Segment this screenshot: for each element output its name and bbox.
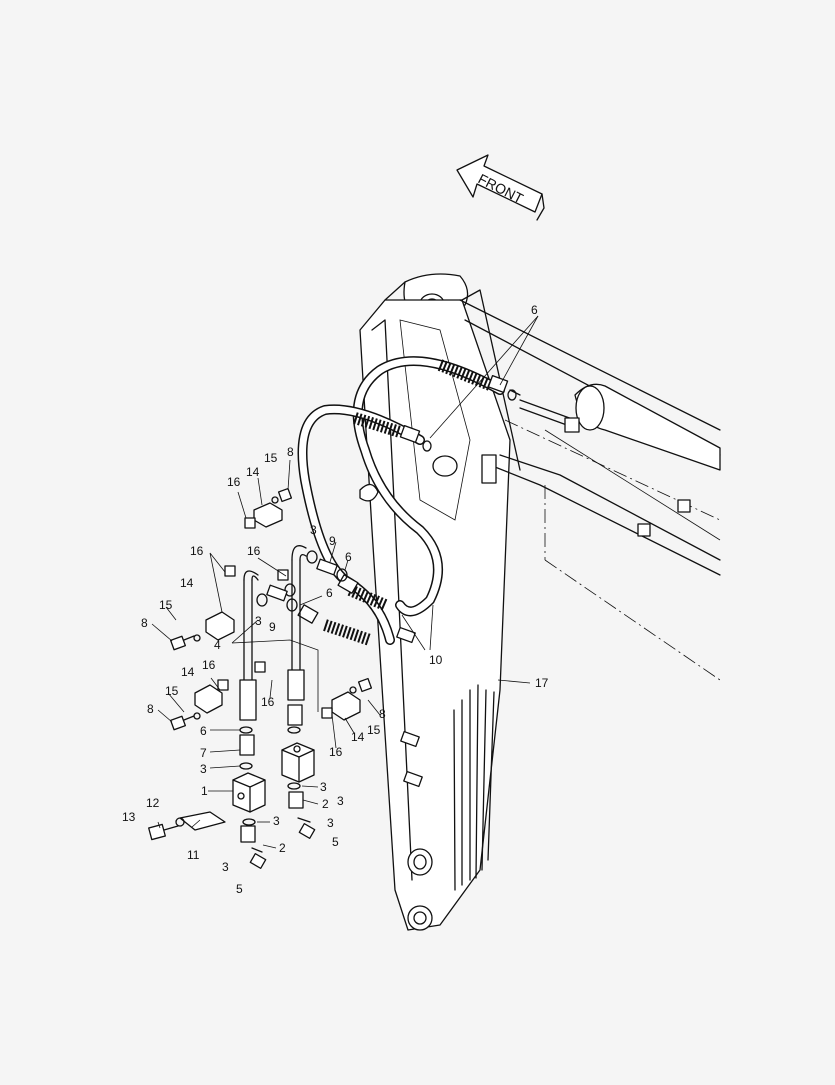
callout-15: 15 <box>159 598 173 612</box>
callout-8: 8 <box>379 707 386 721</box>
callout-3: 3 <box>310 523 317 537</box>
callout-15: 15 <box>165 684 179 698</box>
callout-4: 4 <box>214 638 221 652</box>
callout-9: 9 <box>269 620 276 634</box>
callout-numbers: 1 2 2 3 3 3 3 3 3 3 3 4 5 5 6 6 6 6 7 8 … <box>122 303 549 896</box>
callout-16: 16 <box>227 475 241 489</box>
callout-16: 16 <box>202 658 216 672</box>
callout-11: 11 <box>187 848 200 862</box>
hydraulic-hoses <box>297 356 517 646</box>
callout-15: 15 <box>367 723 381 737</box>
callout-8: 8 <box>147 702 154 716</box>
callout-14: 14 <box>351 730 365 744</box>
callout-8: 8 <box>141 616 148 630</box>
callout-2: 2 <box>279 841 286 855</box>
callout-1: 1 <box>201 784 208 798</box>
callout-15: 15 <box>264 451 278 465</box>
callout-6: 6 <box>345 550 352 564</box>
callout-10: 10 <box>429 653 443 667</box>
callout-16: 16 <box>261 695 275 709</box>
callout-6: 6 <box>531 303 538 317</box>
callout-16: 16 <box>190 544 204 558</box>
callout-6: 6 <box>326 586 333 600</box>
boom-cylinder <box>432 299 721 681</box>
boom-stiffener-ribs <box>453 684 495 891</box>
callout-14: 14 <box>246 465 260 479</box>
callout-5: 5 <box>332 835 339 849</box>
callout-16: 16 <box>329 745 343 759</box>
front-direction-arrow: FRONT <box>456 154 545 221</box>
callout-3: 3 <box>273 814 280 828</box>
callout-12: 12 <box>146 796 160 810</box>
clamps-and-bolts <box>148 487 373 841</box>
callout-17: 17 <box>535 676 549 690</box>
callout-5: 5 <box>236 882 243 896</box>
callout-8: 8 <box>287 445 294 459</box>
callout-2: 2 <box>322 797 329 811</box>
callout-3: 3 <box>337 794 344 808</box>
callout-14: 14 <box>180 576 194 590</box>
leader-lines <box>151 315 539 849</box>
callout-3: 3 <box>255 614 262 628</box>
manifold-blocks <box>232 742 315 813</box>
callout-16: 16 <box>247 544 261 558</box>
steel-pipes <box>239 545 307 756</box>
callout-3: 3 <box>327 816 334 830</box>
callout-6: 6 <box>200 724 207 738</box>
callout-7: 7 <box>200 746 207 760</box>
callout-13: 13 <box>122 810 136 824</box>
callout-9: 9 <box>329 534 336 548</box>
callout-3: 3 <box>320 780 327 794</box>
callout-14: 14 <box>181 665 195 679</box>
callout-3: 3 <box>200 762 207 776</box>
callout-3: 3 <box>222 860 229 874</box>
